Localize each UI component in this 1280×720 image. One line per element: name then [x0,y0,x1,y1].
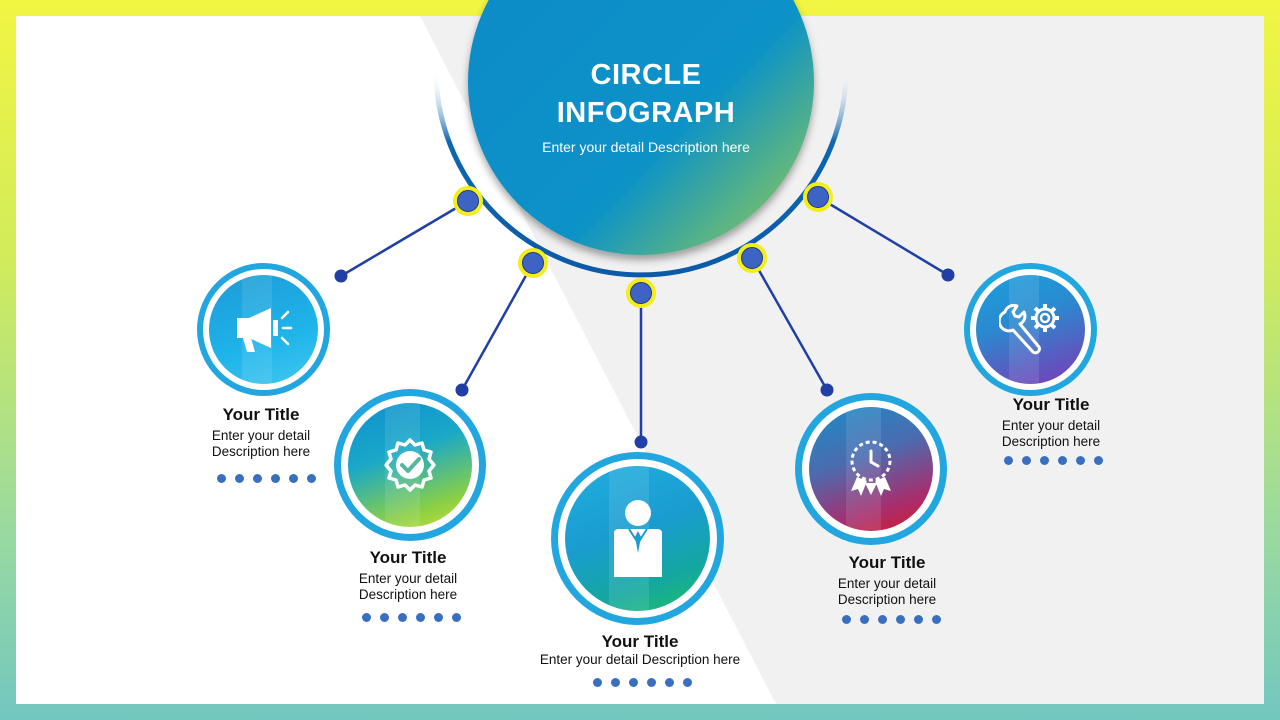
connector-2 [460,261,535,392]
connector-4 [750,256,829,392]
node-5-disc [976,275,1085,384]
hero-title: CIRCLE INFOGRAPH [520,56,772,132]
card-3-description: Enter your detail Description here [539,652,741,667]
card-2: Your Title Enter your detail Description… [333,547,483,603]
connector-lines [339,195,950,443]
clock-award-icon [850,440,892,496]
hero-title-line-1: CIRCLE [590,59,702,91]
wrench-gear-icon [998,303,1059,354]
node-1-disc [209,275,318,384]
node-3-disc [565,466,710,611]
hero-title-line-2: INFOGRAPH [556,97,736,129]
hero-outer-arc [433,69,849,278]
connector-5 [816,195,950,277]
hero-circle [468,0,814,255]
connector-end-dot [820,383,834,397]
card-2-dots [362,613,461,622]
node-4 [795,393,947,545]
arc-joint-core [741,247,763,269]
card-5: Your Title Enter your detail Description… [976,394,1126,450]
card-1: Your Title Enter your detail Description… [186,404,336,460]
businessman-icon [613,499,662,577]
card-3-dots [593,678,692,687]
node-3 [551,452,724,625]
arc-joint-core [630,282,652,304]
card-5-description: Enter your detail Description here [1001,418,1101,449]
arc-joint-core [457,190,479,212]
connector-end-dot [455,383,469,397]
node-4-disc [809,407,933,531]
arc-joint-core [522,252,544,274]
node-1 [197,263,330,396]
badge-check-icon [384,438,436,492]
card-4-title: Your Title [848,553,926,572]
card-1-description: Enter your detail Description here [211,428,311,459]
card-1-title: Your Title [222,405,300,424]
megaphone-icon [236,307,292,352]
card-1-dots [217,474,316,483]
connector-end-dots [334,268,955,449]
card-5-dots [1004,456,1103,465]
connector-1 [339,199,470,278]
arc-joint-core [807,186,829,208]
card-4: Your Title Enter your detail Description… [812,552,962,608]
arc-joints [453,182,833,308]
hero-description: Enter your detail Description here [542,139,750,155]
card-2-title: Your Title [369,548,447,567]
node-2 [334,389,486,541]
node-2-disc [348,403,472,527]
card-4-dots [842,615,941,624]
connector-end-dot [634,435,648,449]
card-2-description: Enter your detail Description here [358,571,458,602]
card-4-description: Enter your detail Description here [837,576,937,607]
card-3-title: Your Title [601,632,679,651]
node-5 [964,263,1097,396]
card-3: Your Title Enter your detail Description… [520,631,760,668]
card-5-title: Your Title [1012,395,1090,414]
connector-end-dot [941,268,955,282]
connector-end-dot [334,269,348,283]
